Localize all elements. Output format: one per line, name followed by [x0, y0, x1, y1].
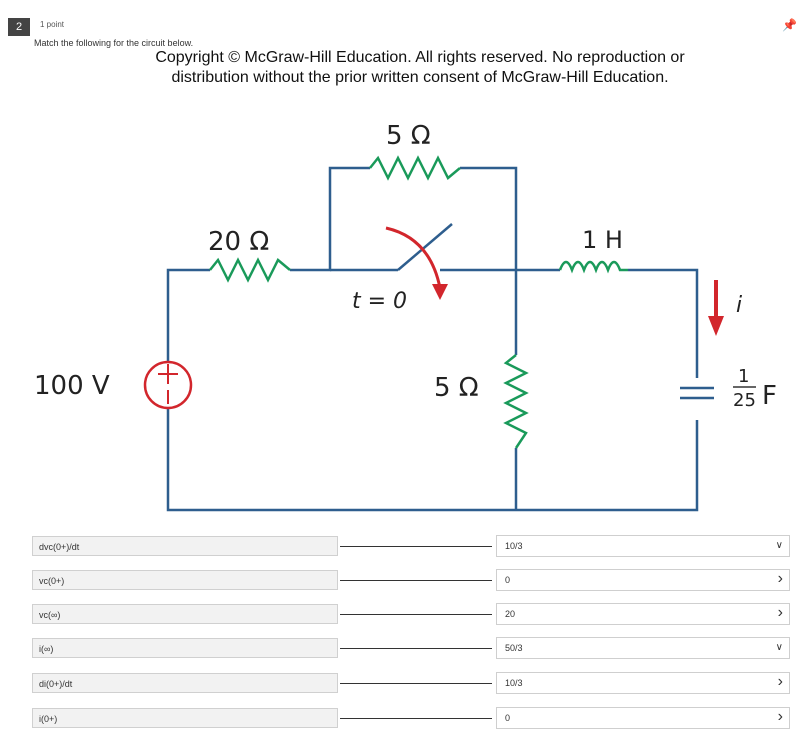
match-answer-value: 0: [505, 575, 511, 585]
switch-arrow: [385, 226, 442, 289]
chevron-right-icon: ›: [777, 673, 783, 690]
copyright-notice: Copyright © McGraw-Hill Education. All r…: [110, 48, 730, 88]
match-answer-select[interactable]: 0›: [496, 707, 790, 729]
circuit-diagram: 5 Ω 20 Ω 1 H t = 0 100 V 5 Ω i 1 25 F: [34, 121, 777, 512]
match-term: vc(0+): [32, 570, 338, 590]
question-prompt: Match the following for the circuit belo…: [34, 38, 194, 48]
points-label: 1 point: [40, 20, 65, 29]
match-answer-value: 0: [505, 713, 511, 723]
match-term: vc(∞): [32, 604, 338, 624]
match-connector-line: [340, 580, 492, 581]
match-connector-line: [340, 546, 492, 547]
match-term: dvc(0+)/dt: [32, 536, 338, 556]
pin-icon[interactable]: 📌: [782, 18, 797, 32]
match-answer-select[interactable]: 0›: [496, 569, 790, 591]
copyright-line-1: Copyright © McGraw-Hill Education. All r…: [155, 49, 685, 66]
inductor-coil: [558, 260, 628, 274]
switch-blade: [397, 223, 453, 271]
chevron-down-icon: ∨: [775, 540, 783, 551]
chevron-right-icon: ›: [777, 708, 783, 725]
source-label: 100 V: [34, 371, 110, 401]
current-label: i: [736, 293, 742, 318]
copyright-line-2: distribution without the prior written c…: [171, 69, 669, 86]
match-answer-select[interactable]: 50/3 ∨: [496, 637, 790, 659]
match-term: i(∞): [32, 638, 338, 658]
match-answer-select[interactable]: 10/3 ∨: [496, 535, 790, 557]
voltage-source: [143, 360, 193, 410]
match-connector-line: [340, 648, 492, 649]
cap-numerator: 1: [738, 366, 749, 387]
match-connector-line: [340, 718, 492, 719]
chevron-right-icon: ›: [777, 604, 783, 621]
inductor-label: 1 H: [582, 226, 623, 254]
r-top-label: 5 Ω: [386, 121, 431, 151]
match-answer-select[interactable]: 10/3 ›: [496, 672, 790, 694]
match-answer-value: 50/3: [505, 643, 523, 653]
r-left-label: 20 Ω: [208, 227, 269, 257]
match-answer-value: 10/3: [505, 541, 523, 551]
cap-denominator: 25: [733, 390, 756, 411]
current-arrow: [708, 316, 724, 336]
match-answer-select[interactable]: 20 ›: [496, 603, 790, 625]
match-connector-line: [340, 614, 492, 615]
resistor-left: [209, 257, 291, 283]
resistor-mid: [503, 354, 529, 449]
chevron-right-icon: ›: [777, 570, 783, 587]
resistor-top: [369, 155, 461, 181]
cap-unit: F: [762, 381, 777, 411]
switch-label: t = 0: [352, 289, 407, 314]
chevron-down-icon: ∨: [775, 642, 783, 653]
match-answer-value: 20: [505, 609, 516, 619]
match-answer-value: 10/3: [505, 678, 523, 688]
match-term: i(0+): [32, 708, 338, 728]
match-term: di(0+)/dt: [32, 673, 338, 693]
question-number: 2: [8, 18, 30, 36]
r-mid-label: 5 Ω: [434, 373, 479, 403]
match-connector-line: [340, 683, 492, 684]
